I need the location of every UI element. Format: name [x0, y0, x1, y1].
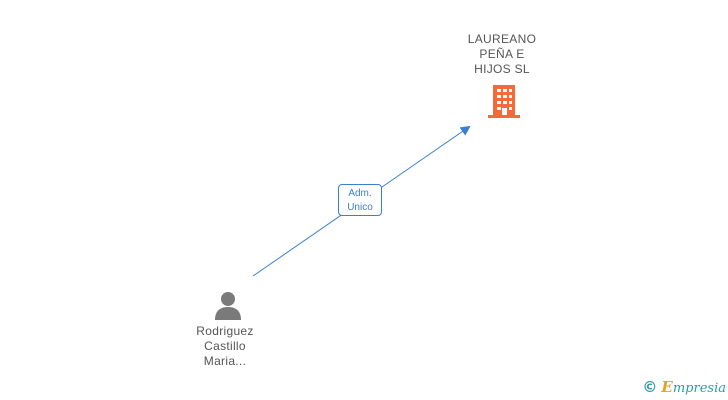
brand-logo: Empresia	[661, 378, 726, 396]
building-icon[interactable]	[488, 84, 520, 118]
company-name-line-2: PEÑA E	[479, 47, 525, 61]
company-name-line-3: HIJOS SL	[474, 62, 530, 76]
person-name-line-2: Castillo	[204, 339, 246, 353]
brand-logo-rest: mpresia	[672, 381, 726, 396]
company-name-line-1: LAUREANO	[467, 32, 537, 46]
person-name-line-1: Rodriguez	[196, 324, 254, 338]
brand-logo-initial: E	[661, 378, 673, 396]
person-name[interactable]: Rodriguez Castillo Maria...	[165, 324, 285, 369]
person-icon[interactable]	[213, 290, 243, 320]
copyright-icon: ©	[642, 378, 658, 396]
role-badge[interactable]: Adm. Unico	[338, 184, 382, 216]
role-line-2: Unico	[347, 202, 373, 213]
company-name[interactable]: LAUREANO PEÑA E HIJOS SL	[442, 32, 562, 77]
role-line-1: Adm.	[348, 188, 372, 199]
person-name-line-3: Maria...	[203, 354, 247, 368]
empresia-watermark: © Empresia	[642, 378, 726, 396]
